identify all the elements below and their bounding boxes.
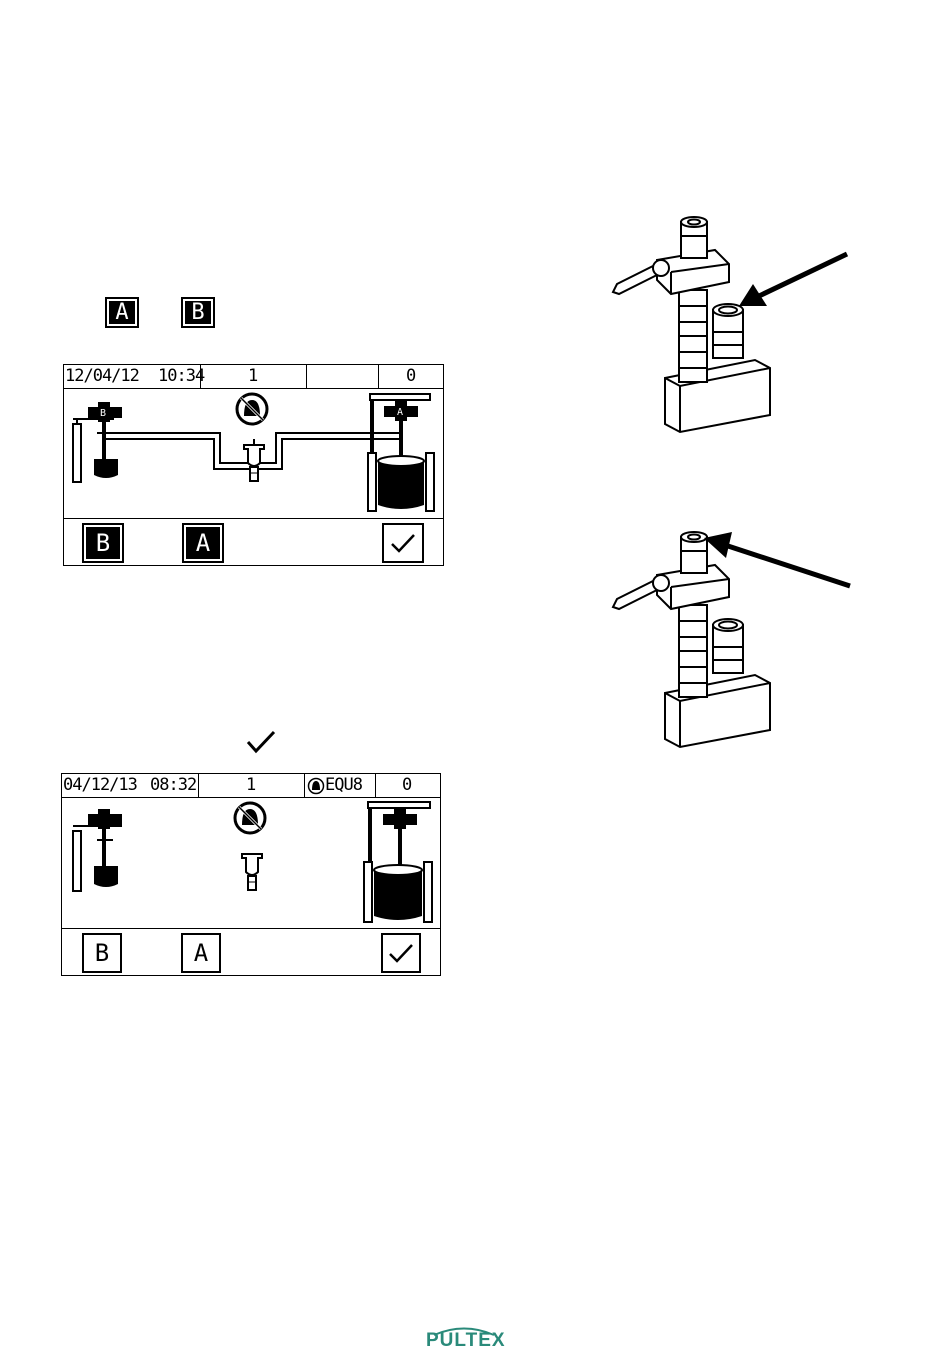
checkmark-icon <box>390 533 416 553</box>
softkey-confirm[interactable] <box>381 933 421 973</box>
gun-graphic <box>244 439 264 481</box>
softkey-b[interactable]: B <box>82 523 124 563</box>
value-text: 0 <box>402 774 411 797</box>
key-a: A <box>105 297 139 328</box>
pump-diagram: B <box>64 389 443 518</box>
alarm-icon <box>307 777 325 799</box>
pump-b-graphic: B <box>73 402 122 482</box>
value-text: 0 <box>406 365 415 388</box>
status-bar: 04/12/13 08:32 1 EQU8 0 <box>62 774 440 798</box>
softkey-confirm[interactable] <box>382 523 424 563</box>
date-text: 12/04/12 <box>65 365 139 388</box>
status-bar: 12/04/12 10:34 1 0 <box>64 365 443 389</box>
time-text: 10:34 <box>158 365 204 388</box>
svg-text:A: A <box>397 407 403 418</box>
display-screen-2: 04/12/13 08:32 1 EQU8 0 <box>61 773 441 976</box>
manifold-illustration-1 <box>605 210 855 440</box>
arrow-icon <box>700 530 852 594</box>
arrow-icon <box>735 250 850 316</box>
display-screen-1: 12/04/12 10:34 1 0 B <box>63 364 444 566</box>
count-text: 1 <box>246 774 255 797</box>
pump-diagram <box>62 798 440 928</box>
footer-logo: PULTEX <box>426 1330 502 1356</box>
pump-b-graphic <box>73 809 122 891</box>
pump-a-graphic: A <box>368 394 434 511</box>
key-b: B <box>181 297 215 328</box>
gun-graphic <box>242 854 262 890</box>
event-text: EQU8 <box>325 774 362 797</box>
softkey-a[interactable]: A <box>182 523 224 563</box>
count-text: 1 <box>248 365 257 388</box>
time-text: 08:32 <box>150 774 196 797</box>
pump-a-graphic <box>364 802 432 922</box>
alarm-off-icon <box>237 394 267 424</box>
svg-text:B: B <box>100 408 106 419</box>
checkmark-icon <box>388 943 414 963</box>
date-text: 04/12/13 <box>63 774 137 797</box>
softkey-b[interactable]: B <box>82 933 122 973</box>
checkmark-icon <box>246 730 276 758</box>
softkey-a[interactable]: A <box>181 933 221 973</box>
alarm-off-icon <box>235 803 265 833</box>
